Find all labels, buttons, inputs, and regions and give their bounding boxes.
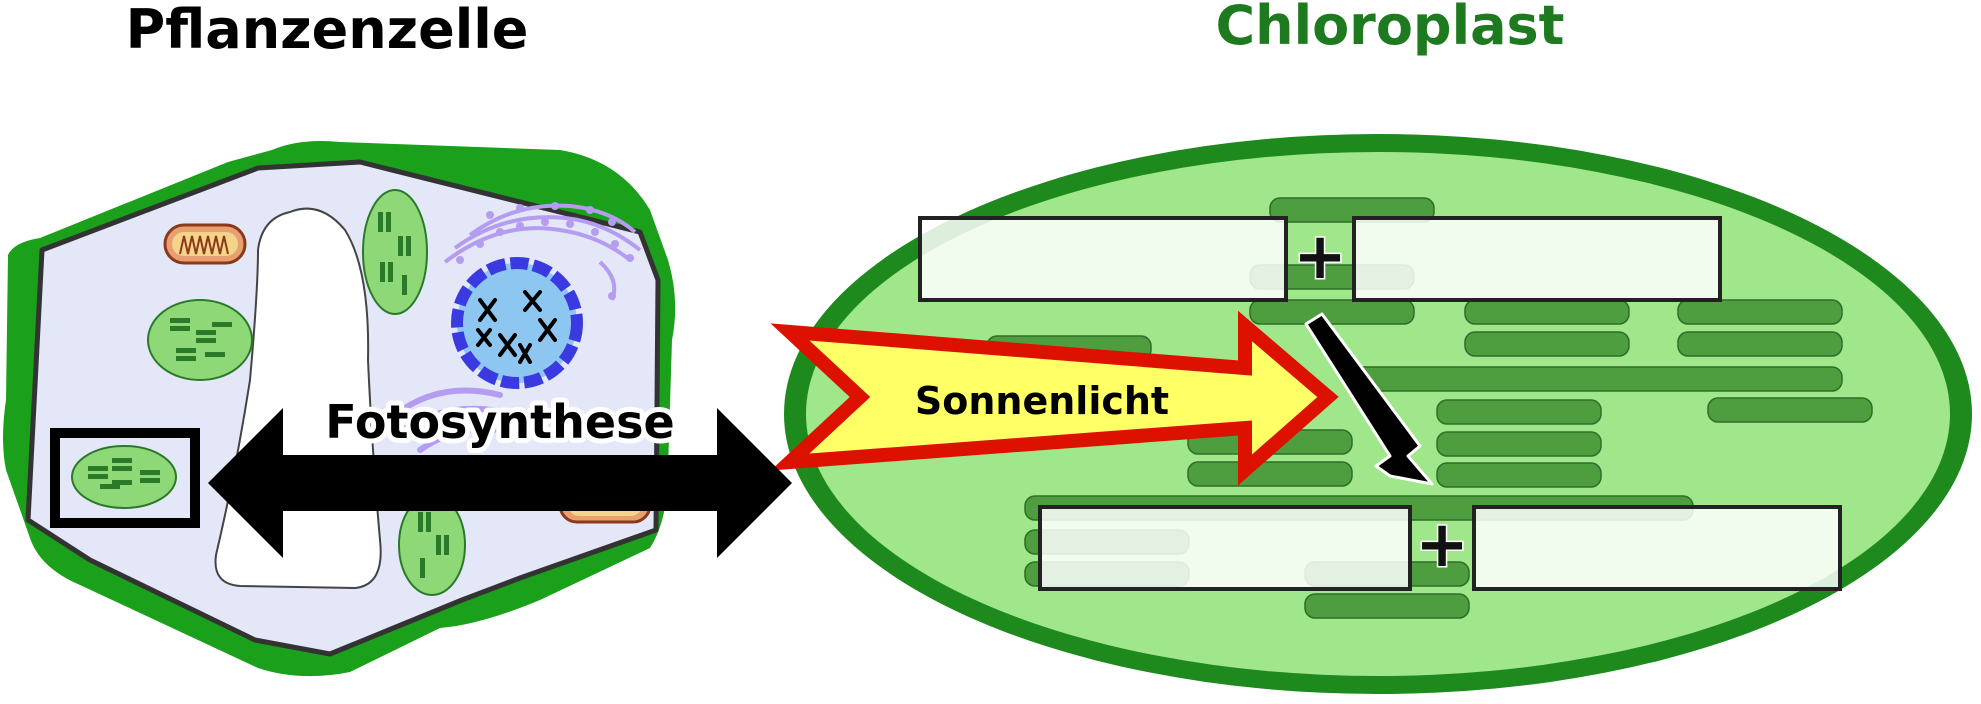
highlight-box (50, 428, 200, 528)
cell-title: Pflanzenzelle (126, 0, 529, 61)
answer-blank-top-left[interactable] (918, 216, 1288, 302)
sunlight-arrow: Sonnenlicht (770, 310, 1339, 486)
double-arrow-icon (208, 408, 792, 558)
nucleus (451, 257, 583, 389)
chloroplast-small (398, 494, 466, 596)
photosynthesis-label: Fotosynthese (325, 395, 674, 449)
chloroplast-title: Chloroplast (1216, 0, 1565, 57)
answer-blank-top-right[interactable] (1352, 216, 1722, 302)
chloroplast-small (362, 189, 428, 315)
plus-sign-bottom: + (1415, 508, 1469, 582)
sunlight-label: Sonnenlicht (915, 379, 1169, 423)
chloroplast-small (147, 299, 253, 381)
chromosome-icon (476, 290, 557, 364)
mitochondrion-icon (163, 223, 247, 265)
down-arrow-icon (1304, 312, 1434, 486)
answer-blank-bottom-left[interactable] (1038, 505, 1412, 591)
plus-sign-top: + (1293, 220, 1347, 294)
answer-blank-bottom-right[interactable] (1472, 505, 1842, 591)
endoplasmic-reticulum (443, 203, 642, 301)
golgi-apparatus (392, 387, 508, 453)
